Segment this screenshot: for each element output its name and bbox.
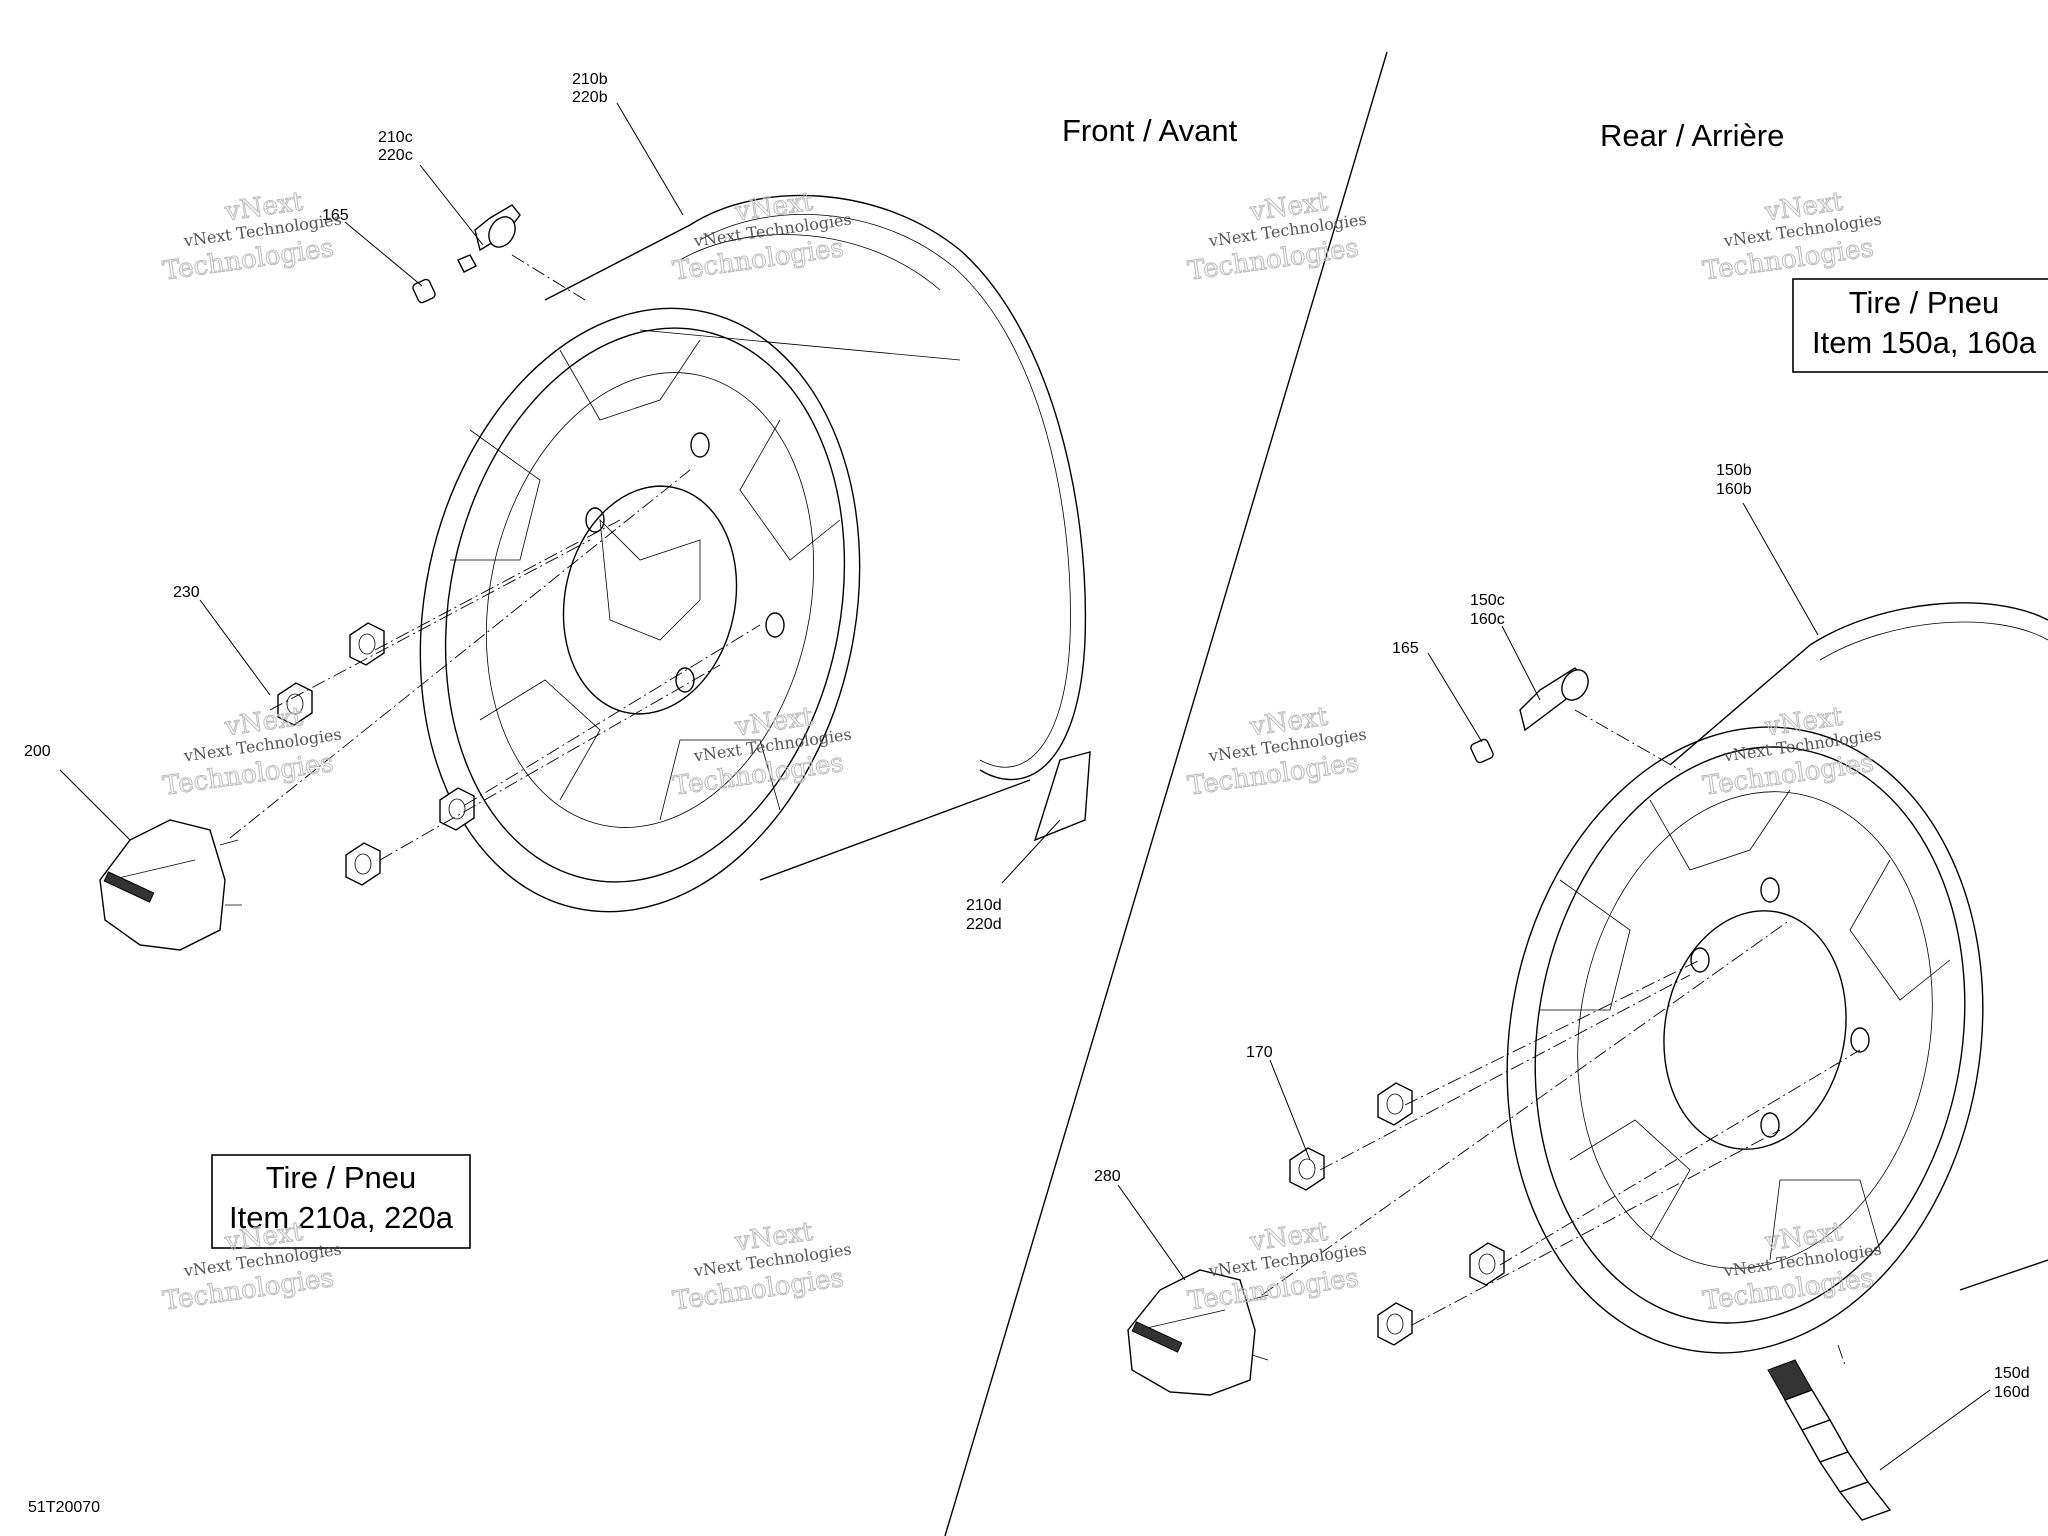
callout-rear-weight-1: 150d [1994,1365,2030,1382]
rear-tire-box-line2: Item 150a, 160a [1812,325,2037,360]
rear-hub-cap [1127,1269,1269,1396]
callout-front-nut: 230 [173,584,200,601]
front-lug-nuts [277,622,475,886]
callout-rear-rim-1: 150b [1716,462,1752,479]
front-tire-box-line1: Tire / Pneu [266,1160,416,1195]
callout-rear-valve-2: 160c [1470,611,1505,628]
callout-rear-rim-2: 160b [1716,481,1752,498]
callout-front-rim-1: 210b [572,71,608,88]
callout-front-rim-2: 220b [572,89,608,106]
callout-rear-hub-cap: 280 [1094,1168,1121,1185]
rear-wheel-rim [1506,602,2048,1354]
callout-front-valve-cap: 165 [322,207,349,224]
section-divider [944,51,1388,1536]
callout-rear-valve-1: 150c [1470,592,1505,609]
front-balance-weight [1033,751,1091,842]
front-tire-box-line2: Item 210a, 220a [229,1200,454,1235]
callout-rear-valve-cap: 165 [1392,640,1419,657]
callout-front-valve-2: 220c [378,147,413,164]
rear-valve-stem [1519,667,1589,732]
rear-heading: Rear / Arrière [1600,118,1784,153]
callout-rear-weight-2: 160d [1994,1384,2030,1401]
drawing-number: 51T20070 [28,1499,100,1516]
rear-balance-weights [1767,1359,1892,1521]
callout-front-weight-1: 210d [966,897,1002,914]
front-valve-stem [457,204,521,273]
rear-valve-cap [1470,738,1494,764]
rear-tire-box: Tire / Pneu Item 150a, 160a [1792,278,2048,373]
rear-lug-nuts [1289,1082,1505,1346]
callout-front-hub-cap: 200 [24,743,51,760]
rear-tire-box-line1: Tire / Pneu [1849,285,1999,320]
front-tire-box: Tire / Pneu Item 210a, 220a [211,1154,471,1249]
front-wheel-rim [419,194,1087,913]
front-valve-cap [412,278,436,304]
callout-front-valve-1: 210c [378,129,413,146]
front-heading: Front / Avant [1062,113,1238,148]
callout-front-weight-2: 220d [966,916,1002,933]
front-hub-cap [99,819,242,951]
callout-rear-nut: 170 [1246,1044,1273,1061]
